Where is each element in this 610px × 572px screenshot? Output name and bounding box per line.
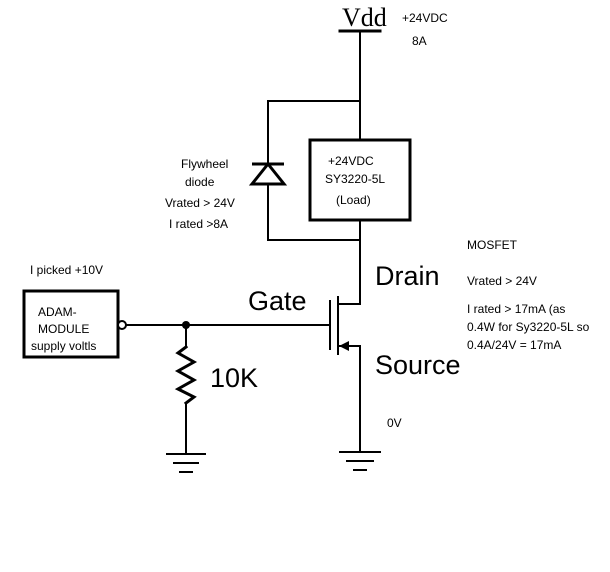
source-label: Source <box>375 350 461 380</box>
adam-label-line1: ADAM- <box>38 305 77 319</box>
mosfet-spec-line3: 0.4W for Sy3220-5L so <box>467 320 590 334</box>
junction-dot <box>182 321 190 329</box>
diode-label-line2: diode <box>185 175 215 189</box>
load-tag-label: (Load) <box>336 193 371 207</box>
adam-note-label: I picked +10V <box>30 263 104 277</box>
ground-voltage-label: 0V <box>387 416 402 430</box>
supply-current-label: 8A <box>412 34 427 48</box>
adam-output-terminal <box>117 320 127 330</box>
mosfet-spec-line1: Vrated > 24V <box>467 274 537 288</box>
load-part-label: SY3220-5L <box>325 172 386 186</box>
drain-label: Drain <box>375 261 440 291</box>
mosfet-title: MOSFET <box>467 238 517 252</box>
mosfet-arrow <box>339 341 349 351</box>
vdd-label: Vdd <box>342 3 387 32</box>
resistor-symbol <box>174 344 198 406</box>
gate-label: Gate <box>248 286 307 316</box>
adam-label-line3: supply voltls <box>31 339 97 353</box>
supply-voltage-label: +24VDC <box>402 11 448 25</box>
diode-voltage-rating: Vrated > 24V <box>165 196 235 210</box>
flywheel-diode-triangle <box>248 161 288 186</box>
load-voltage-label: +24VDC <box>328 154 374 168</box>
mosfet-spec-line4: 0.4A/24V = 17mA <box>467 338 562 352</box>
mosfet-spec-line2: I rated > 17mA (as <box>467 302 566 316</box>
diode-current-rating: I rated >8A <box>169 217 229 231</box>
adam-label-line2: MODULE <box>38 322 90 336</box>
resistor-value-label: 10K <box>210 363 259 393</box>
diode-label-line1: Flywheel <box>181 157 229 171</box>
